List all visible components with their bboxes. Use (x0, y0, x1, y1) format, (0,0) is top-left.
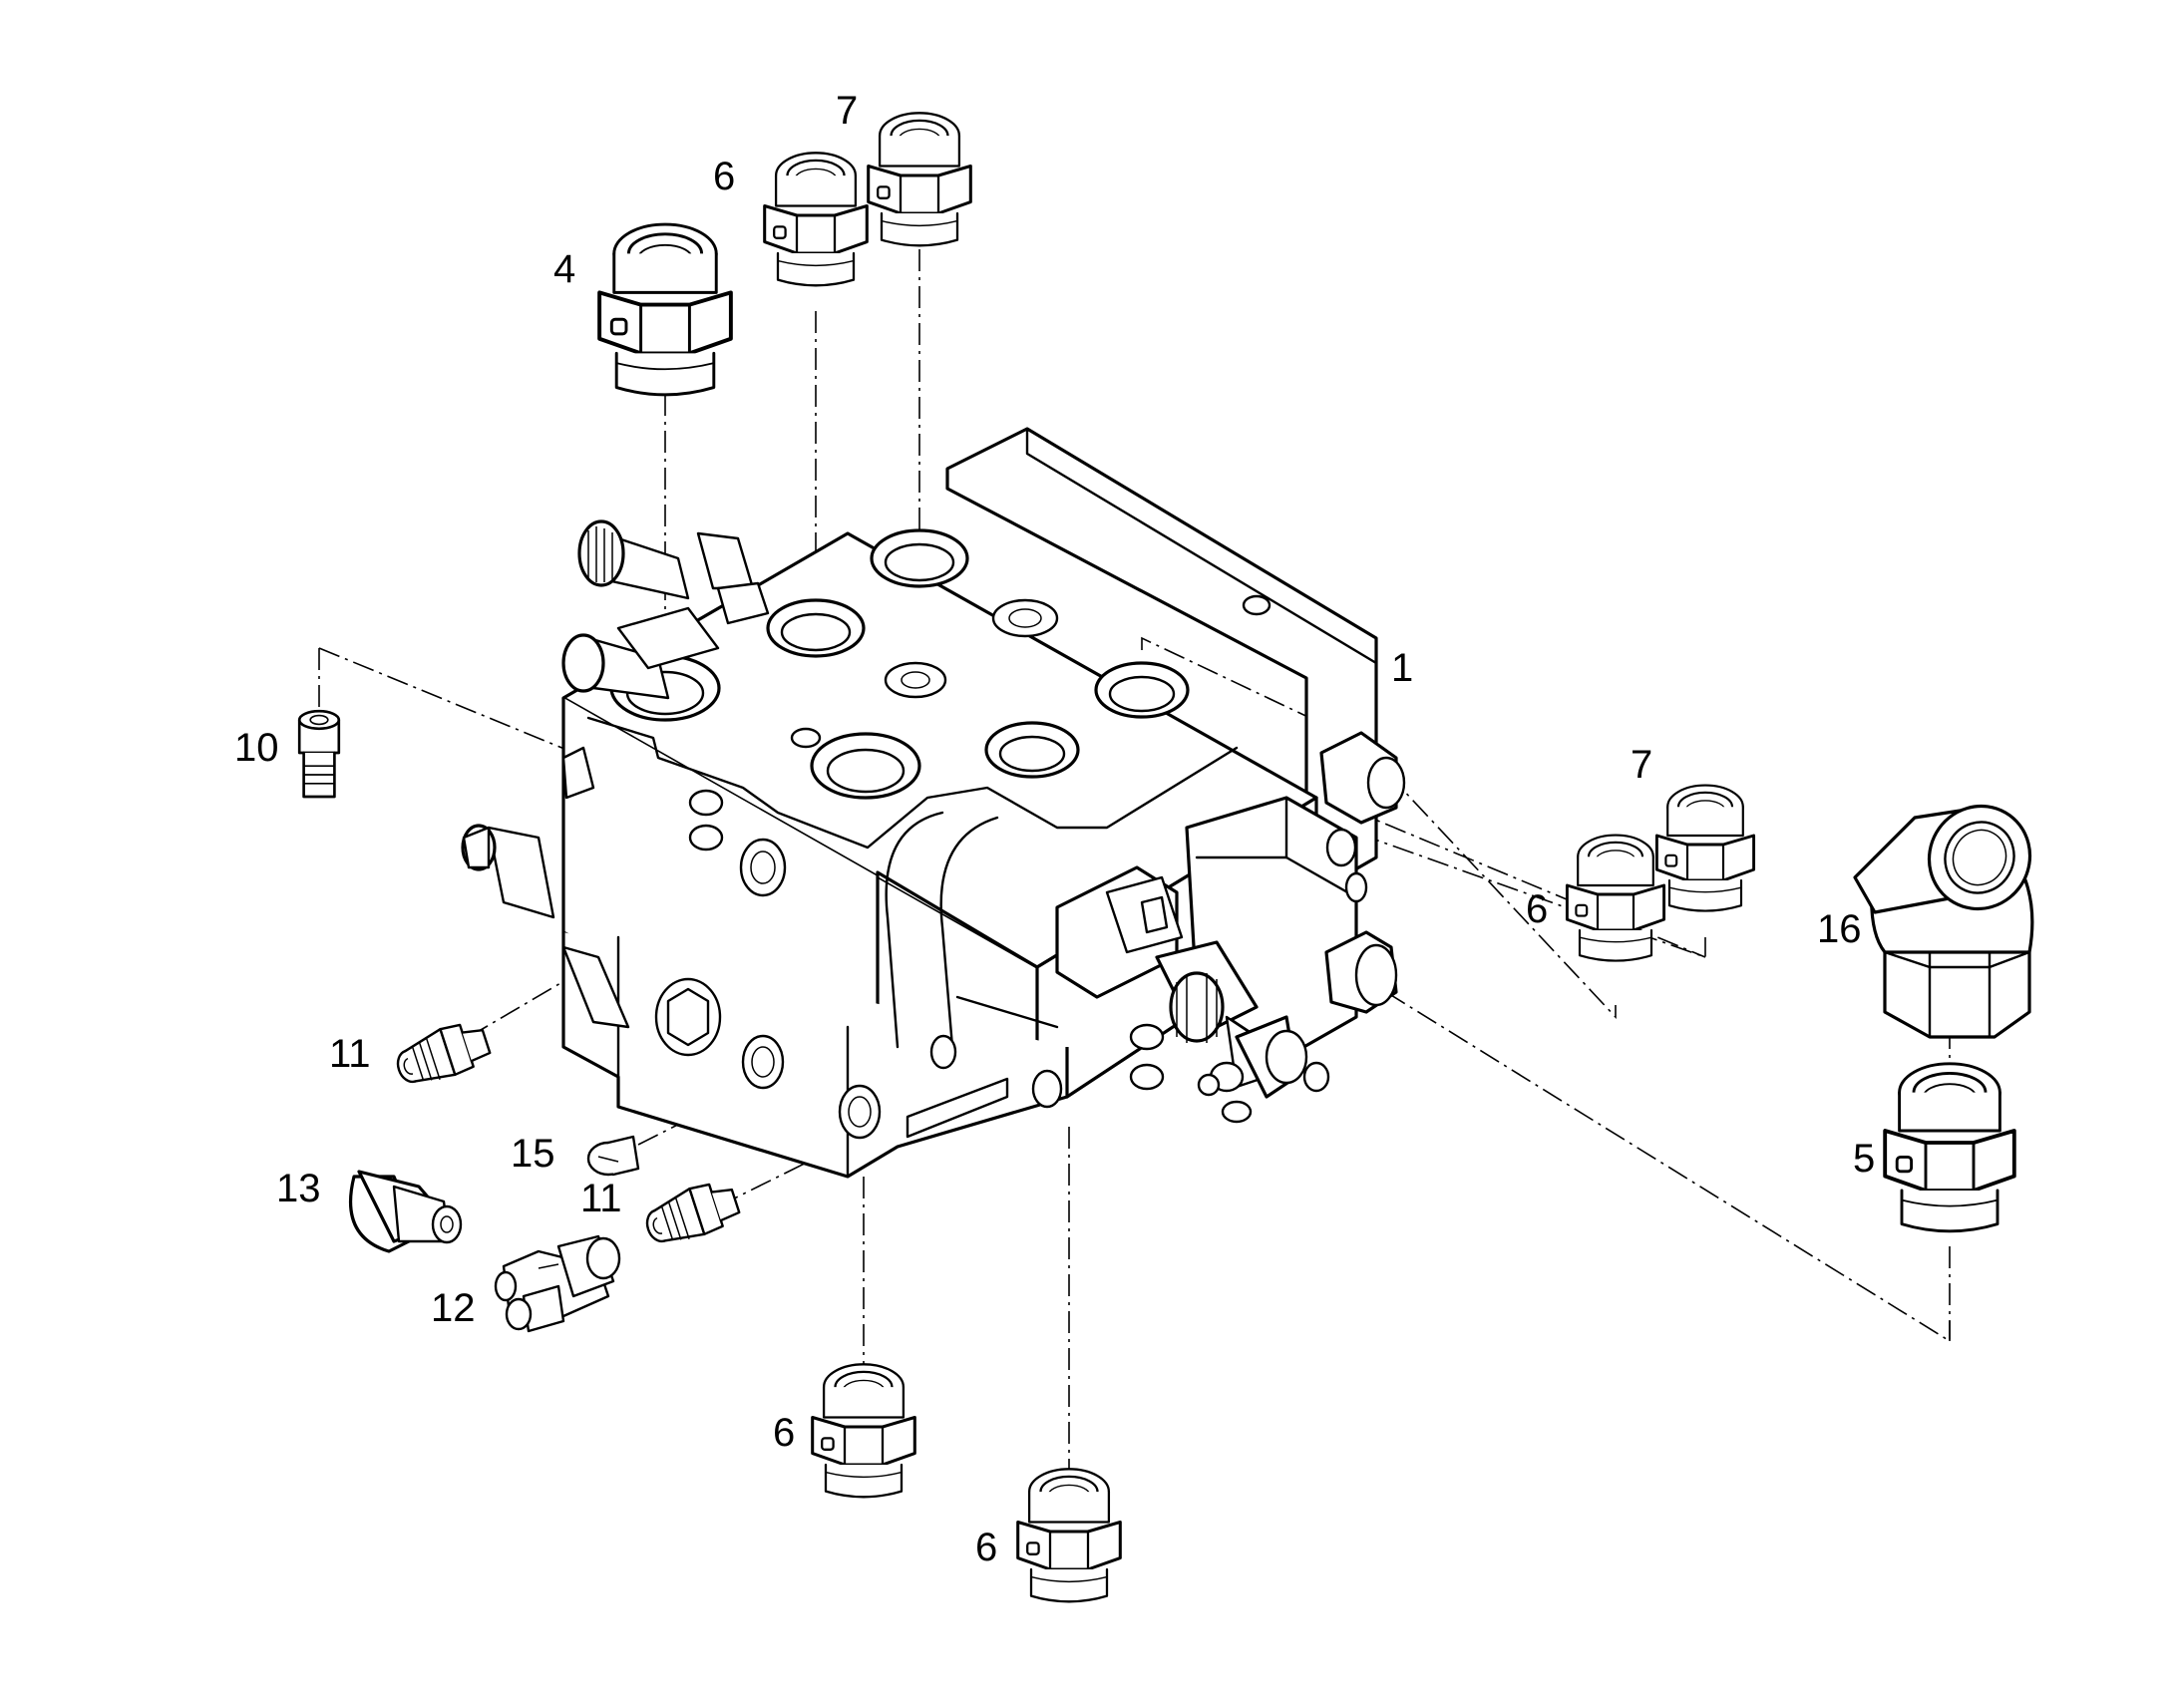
callout-13: 13 (276, 1167, 321, 1210)
part-10-fitting (297, 709, 341, 799)
valve-block (461, 427, 1406, 1179)
part-16-elbow (1853, 804, 2034, 1039)
part-6-bottom-b-fitting (1016, 1467, 1122, 1603)
callout-12: 12 (431, 1286, 476, 1330)
part-7-top-fitting (867, 111, 972, 247)
top-port-5 (984, 721, 1080, 779)
part-13-elbow (349, 1170, 463, 1253)
callout-15: 15 (511, 1132, 555, 1176)
top-port-6 (1094, 661, 1190, 719)
part-11-lower-nipple (638, 1175, 744, 1252)
callout-6-top: 6 (713, 155, 735, 198)
callout-7-right: 7 (1631, 743, 1652, 787)
front-solenoid (1055, 796, 1398, 1124)
part-6-right-fitting (1565, 834, 1666, 963)
callout-5: 5 (1853, 1137, 1875, 1181)
callout-6-bottom-b: 6 (975, 1526, 997, 1569)
callout-labels: 1 4 5 6 6 6 6 7 7 10 11 11 12 13 15 16 (234, 89, 1875, 1569)
callout-16: 16 (1817, 907, 1862, 951)
callout-7-top: 7 (836, 89, 858, 133)
part-11-upper-nipple (389, 1015, 495, 1093)
part-6-bottom-a-fitting (811, 1362, 916, 1499)
part-6-top-fitting (763, 151, 869, 287)
top-port-3 (870, 528, 969, 588)
part-7-right-fitting (1654, 784, 1756, 913)
callout-11-upper: 11 (329, 1032, 371, 1076)
callout-11-lower: 11 (580, 1177, 622, 1220)
side-plug (1319, 731, 1406, 867)
top-port-4 (810, 732, 921, 800)
callout-1: 1 (1391, 646, 1413, 690)
callout-6-right: 6 (1526, 887, 1548, 931)
part-4-fitting (597, 222, 733, 397)
callout-6-bottom-a: 6 (773, 1411, 795, 1455)
callout-4: 4 (553, 247, 575, 291)
rear-solenoids (461, 519, 770, 1029)
part-5-fitting (1883, 1061, 2016, 1233)
callout-10: 10 (234, 726, 279, 770)
top-port-2 (766, 598, 866, 658)
part-15-plug (586, 1135, 640, 1177)
part-12-tee (494, 1234, 621, 1333)
